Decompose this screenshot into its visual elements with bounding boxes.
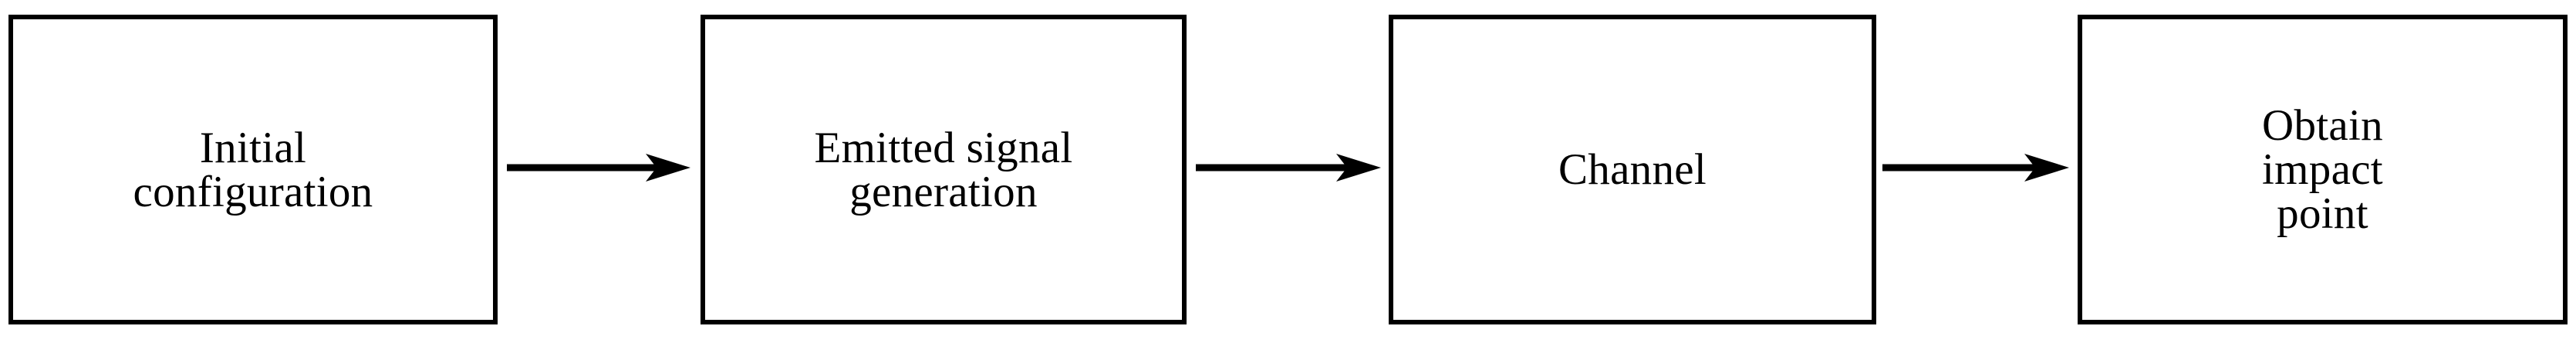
arrow-right-icon — [507, 154, 690, 182]
diagram-node-initial-configuration[interactable]: Initial configuration — [8, 15, 498, 324]
diagram-node-label: Emitted signal generation — [814, 123, 1073, 216]
diagram-node-emitted-signal-generation[interactable]: Emitted signal generation — [701, 15, 1187, 324]
diagram-node-label: Initial configuration — [133, 123, 373, 216]
diagram-node-label: Obtain impact point — [2262, 101, 2383, 238]
diagram-arrow-initial-configuration-to-emitted-signal-generation — [507, 144, 690, 191]
arrow-right-icon — [1882, 154, 2069, 182]
diagram-node-channel[interactable]: Channel — [1389, 15, 1876, 324]
arrow-right-icon — [1196, 154, 1381, 182]
diagram-node-obtain-impact-point[interactable]: Obtain impact point — [2078, 15, 2568, 324]
diagram-node-label: Channel — [1558, 145, 1707, 194]
diagram-arrow-emitted-signal-generation-to-channel — [1196, 144, 1381, 191]
diagram-arrow-channel-to-obtain-impact-point — [1882, 144, 2069, 191]
